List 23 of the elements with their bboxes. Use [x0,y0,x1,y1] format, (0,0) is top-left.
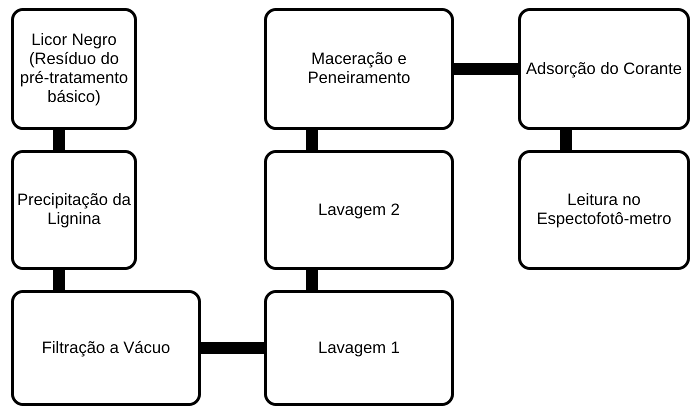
step-label: Maceração e Peneiramento [306,50,412,88]
process-box [264,290,454,406]
process-box [264,150,454,270]
connector-bar [201,342,264,354]
process-box [11,8,137,130]
connector-bar [53,130,65,150]
step-label: Leitura no Espectofotô-metro [536,191,672,229]
step-label: Adsorção do Corante [526,60,682,78]
step-label: Lavagem 1 [318,338,400,358]
step-label: Lavagem 2 [318,200,400,220]
connector-bar [560,130,572,150]
step-label: Precipitação da Lignina [16,191,132,229]
connector-bar [306,130,318,150]
step-label: Licor Negro (Resíduo do pré-tratamento básico) [18,31,130,107]
process-box [518,8,690,130]
connector-bar [306,270,318,290]
process-box [518,150,690,270]
connector-bar [454,63,518,75]
connector-bar [53,270,65,290]
step-label: Filtração a Vácuo [42,338,170,358]
process-box [11,150,137,270]
process-box [264,8,454,130]
process-box [11,290,201,406]
